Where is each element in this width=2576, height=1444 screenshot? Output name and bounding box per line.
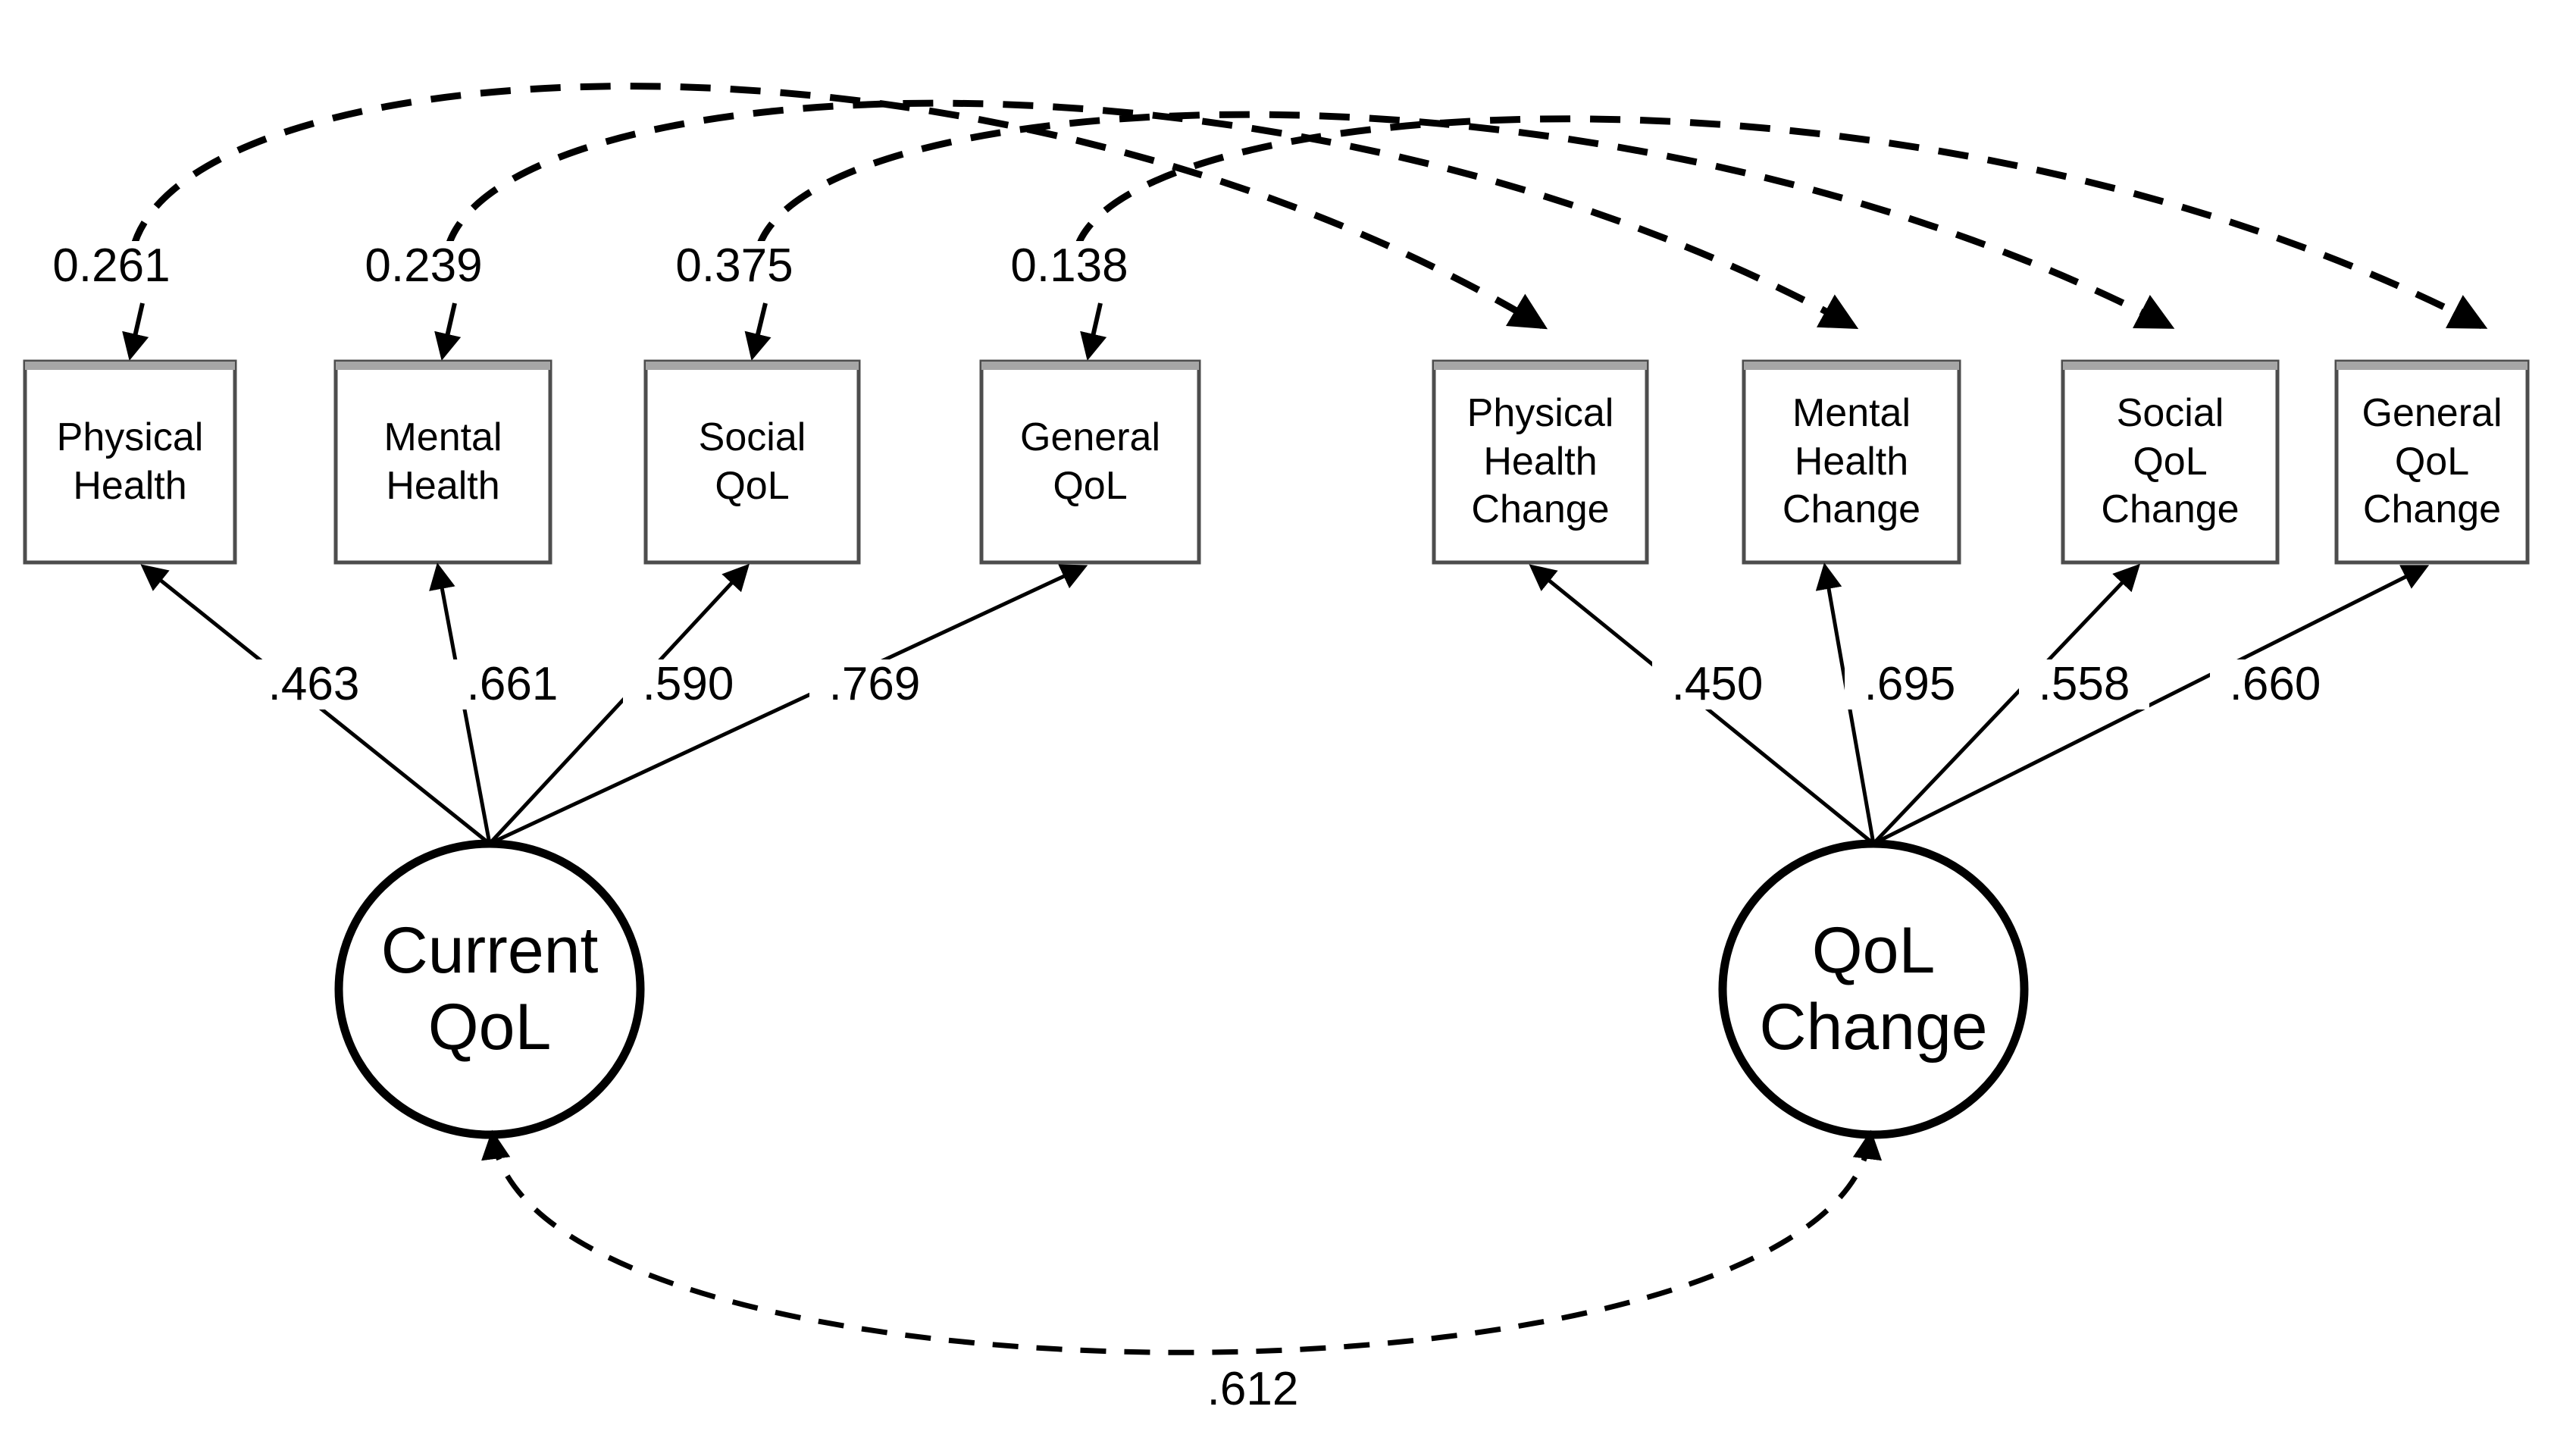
loading-arrow-general-qol-change <box>1872 565 2430 846</box>
error-arrow-physical-health <box>122 302 149 361</box>
box-top-general-qol-change <box>2337 362 2527 370</box>
box-top-physical-health-change <box>1434 362 1647 370</box>
loading-label-social-qol-change: .558 <box>2019 659 2149 709</box>
box-top-mental-health <box>336 362 550 370</box>
loading-label-physical-health: .463 <box>249 659 379 709</box>
box-top-physical-health <box>25 362 235 370</box>
box-social-qol-change <box>2061 359 2280 565</box>
factor-correlation-arc <box>481 1129 1882 1355</box>
error-arc-mental <box>443 99 1859 329</box>
loading-label-general-qol-change: .660 <box>2210 659 2340 709</box>
error-arc-general <box>1072 115 2488 329</box>
loading-label-physical-health-change: .450 <box>1652 659 1783 709</box>
loading-arrow-social-qol-change <box>1872 563 2141 845</box>
error-correlation-label-physical: 0.261 <box>35 241 188 291</box>
indicator-boxes <box>23 359 2530 565</box>
box-general-qol <box>979 359 1201 565</box>
ellipse-qol-change <box>1718 839 2029 1139</box>
factor-correlation-path <box>481 1129 1882 1355</box>
ellipse-current-qol <box>334 839 645 1139</box>
loading-label-mental-health-change: .695 <box>1845 659 1975 709</box>
box-general-qol-change <box>2334 359 2530 565</box>
box-physical-health <box>23 359 237 565</box>
loading-label-mental-health: .661 <box>447 659 577 709</box>
error-correlation-label-general: 0.138 <box>993 241 1146 291</box>
latent-factor-ellipses <box>334 839 2029 1139</box>
error-arrow-mental-health <box>434 302 462 361</box>
box-mental-health-change <box>1742 359 1961 565</box>
error-correlation-arcs <box>129 83 2488 330</box>
error-correlation-label-social: 0.375 <box>658 241 811 291</box>
box-social-qol <box>643 359 861 565</box>
box-physical-health-change <box>1432 359 1649 565</box>
box-mental-health <box>333 359 552 565</box>
error-arrow-general-qol <box>1080 302 1107 361</box>
error-arc-physical <box>129 83 1548 330</box>
loading-label-social-qol: .590 <box>623 659 753 709</box>
box-top-social-qol <box>646 362 859 370</box>
box-top-mental-health-change <box>1744 362 1959 370</box>
error-arrow-social-qol <box>744 302 772 361</box>
error-variance-arrows <box>122 302 1107 361</box>
loading-arrow-general-qol <box>488 564 1088 846</box>
error-arc-social <box>754 111 2175 329</box>
error-correlation-label-mental: 0.239 <box>347 241 500 291</box>
loading-arrow-social-qol <box>488 563 750 845</box>
box-top-general-qol <box>981 362 1199 370</box>
factor-correlation-label: .612 <box>1178 1364 1327 1414</box>
loading-label-general-qol: .769 <box>809 659 940 709</box>
box-top-social-qol-change <box>2063 362 2277 370</box>
